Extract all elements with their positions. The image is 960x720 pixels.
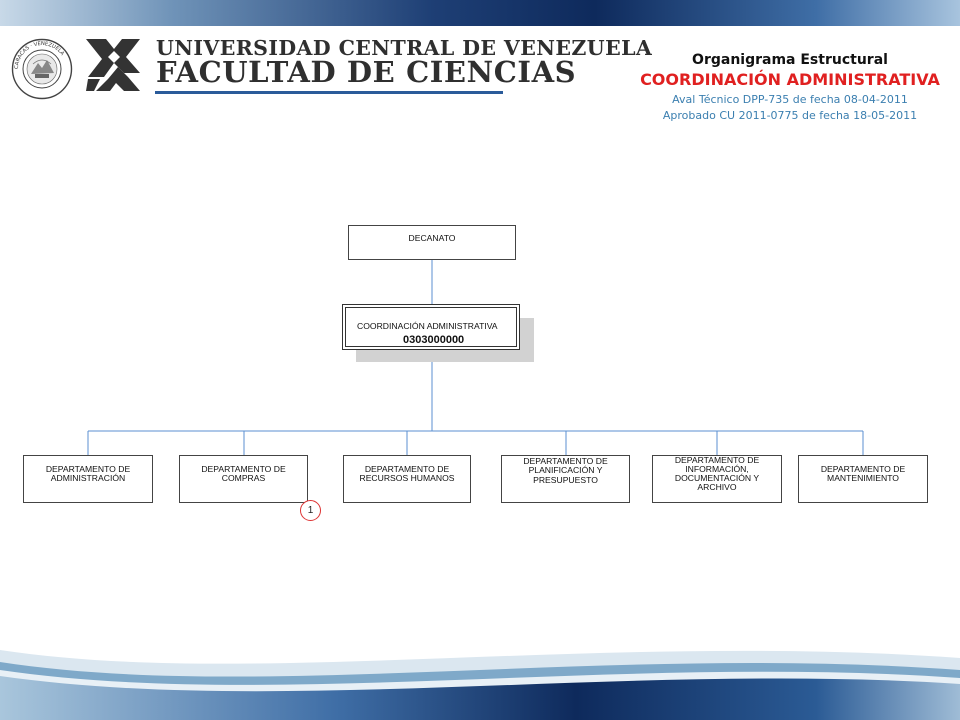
org-box-dept-mantenimiento: DEPARTAMENTO DE MANTENIMIENTO [798,455,928,503]
document-subtitle: COORDINACIÓN ADMINISTRATIVA [640,70,940,89]
faculty-name: FACULTAD DE CIENCIAS [156,55,577,89]
org-box-dept-recursos-humanos: DEPARTAMENTO DE RECURSOS HUMANOS [343,455,471,503]
university-seal-logo: CARACAS · VENEZUELA [11,38,73,100]
dept-label: DEPARTAMENTO DE RECURSOS HUMANOS [359,463,455,483]
dept-label: DEPARTAMENTO DE PLANIFICACIÓN Y PRESUPUE… [523,456,608,485]
dept-label: DEPARTAMENTO DE INFORMACIÓN, DOCUMENTACI… [674,454,760,493]
org-box-dept-compras: DEPARTAMENTO DE COMPRAS [179,455,308,503]
org-box-coordinacion-label: COORDINACIÓN ADMINISTRATIVA [357,321,498,331]
approval-text: Aprobado CU 2011-0775 de fecha 18-05-201… [662,109,918,122]
bottom-wave-band [0,650,960,720]
org-box-coordinacion-inner-border [345,307,517,347]
org-box-decanato-label: DECANATO [408,233,456,243]
dept-label: DEPARTAMENTO DE MANTENIMIENTO [820,463,906,483]
org-box-decanato: DECANATO [348,225,516,260]
dept-label: DEPARTAMENTO DE ADMINISTRACIÓN [45,463,131,483]
top-gradient-band [0,0,960,26]
org-box-dept-informacion: DEPARTAMENTO DE INFORMACIÓN, DOCUMENTACI… [652,455,782,503]
org-box-coordinacion: COORDINACIÓN ADMINISTRATIVA 0303000000 [342,304,520,350]
org-unit-code: 0303000000 [403,334,465,346]
footnote-marker: 1 [300,500,321,521]
dept-label: DEPARTAMENTO DE COMPRAS [201,463,286,483]
technical-endorsement-text: Aval Técnico DPP-735 de fecha 08-04-2011 [672,93,908,106]
org-box-dept-administracion: DEPARTAMENTO DE ADMINISTRACIÓN [23,455,153,503]
org-box-dept-planificacion: DEPARTAMENTO DE PLANIFICACIÓN Y PRESUPUE… [501,455,630,503]
document-title: Organigrama Estructural [692,52,888,68]
header-rule [155,91,503,94]
university-name: UNIVERSIDAD CENTRAL DE VENEZUELA [156,36,653,60]
faculty-logo-mark [84,37,142,93]
